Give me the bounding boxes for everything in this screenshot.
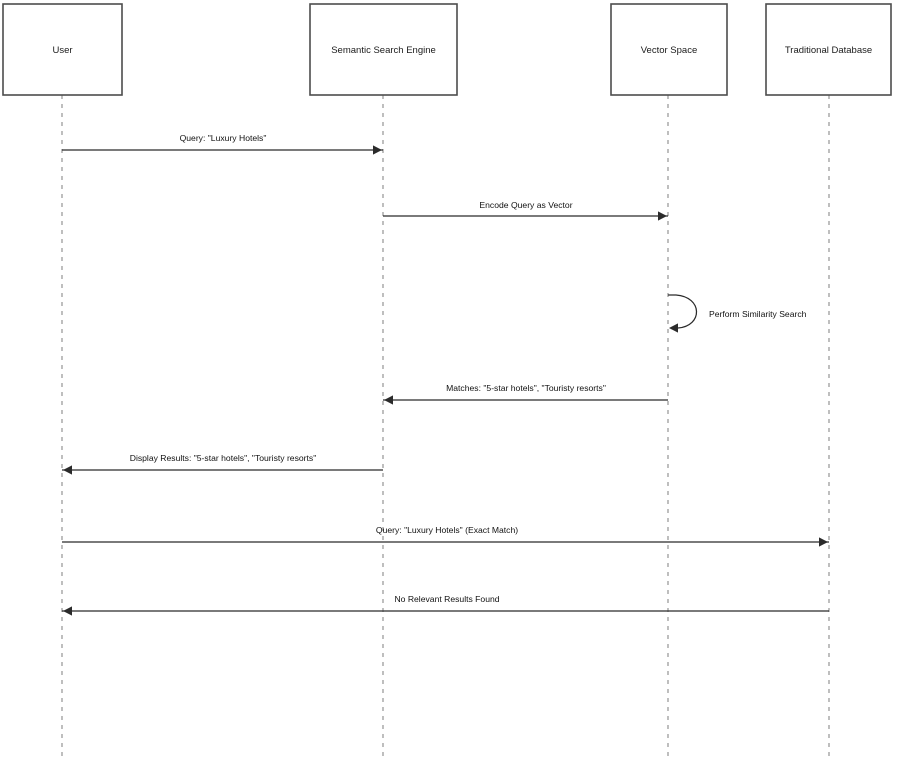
message-arrowhead-msg-query-exact-match [819,537,828,547]
message-arrowhead-msg-perform-similarity-search [669,323,678,333]
participant-traditional-database[interactable]: Traditional Database [765,3,892,96]
participant-user[interactable]: User [2,3,123,96]
message-msg-query-luxury-hotels[interactable]: Query: "Luxury Hotels" [62,133,383,155]
message-label-msg-encode-query-as-vector: Encode Query as Vector [479,200,572,210]
message-arrowhead-msg-encode-query-as-vector [658,211,667,221]
participant-label-user: User [52,45,72,56]
message-msg-matches[interactable]: Matches: "5-star hotels", "Touristy reso… [383,383,668,405]
message-msg-perform-similarity-search[interactable]: Perform Similarity Search [668,294,807,333]
participant-label-vector-space: Vector Space [641,45,698,56]
participant-box-semantic-search-engine [309,3,458,96]
message-label-msg-perform-similarity-search: Perform Similarity Search [709,309,807,319]
participant-semantic-search-engine[interactable]: Semantic Search Engine [309,3,458,96]
message-arrowhead-msg-no-relevant-results [63,606,72,616]
message-loop-msg-perform-similarity-search [668,294,698,329]
lifelines-layer [61,95,830,757]
message-msg-no-relevant-results[interactable]: No Relevant Results Found [62,594,829,616]
messages-layer: Query: "Luxury Hotels" Encode Query as Ve… [62,133,829,616]
participant-label-traditional-database: Traditional Database [785,45,872,56]
message-msg-display-results[interactable]: Display Results: "5-star hotels", "Touri… [62,453,383,475]
participants-layer: User Semantic Search Engine Vector Space Tr… [2,3,892,96]
participant-label-semantic-search-engine: Semantic Search Engine [331,45,436,56]
participant-box-vector-space [610,3,728,96]
message-msg-encode-query-as-vector[interactable]: Encode Query as Vector [383,200,668,221]
message-label-msg-query-exact-match: Query: "Luxury Hotels" (Exact Match) [376,525,518,535]
message-arrowhead-msg-display-results [63,465,72,475]
message-arrowhead-msg-matches [384,395,393,405]
message-label-msg-no-relevant-results: No Relevant Results Found [394,594,499,604]
message-arrowhead-msg-query-luxury-hotels [373,145,382,155]
message-msg-query-exact-match[interactable]: Query: "Luxury Hotels" (Exact Match) [62,525,829,547]
message-label-msg-matches: Matches: "5-star hotels", "Touristy reso… [446,383,606,393]
message-label-msg-query-luxury-hotels: Query: "Luxury Hotels" [180,133,267,143]
message-label-msg-display-results: Display Results: "5-star hotels", "Touri… [130,453,317,463]
participant-box-traditional-database [765,3,892,96]
participant-box-user [2,3,123,96]
participant-vector-space[interactable]: Vector Space [610,3,728,96]
